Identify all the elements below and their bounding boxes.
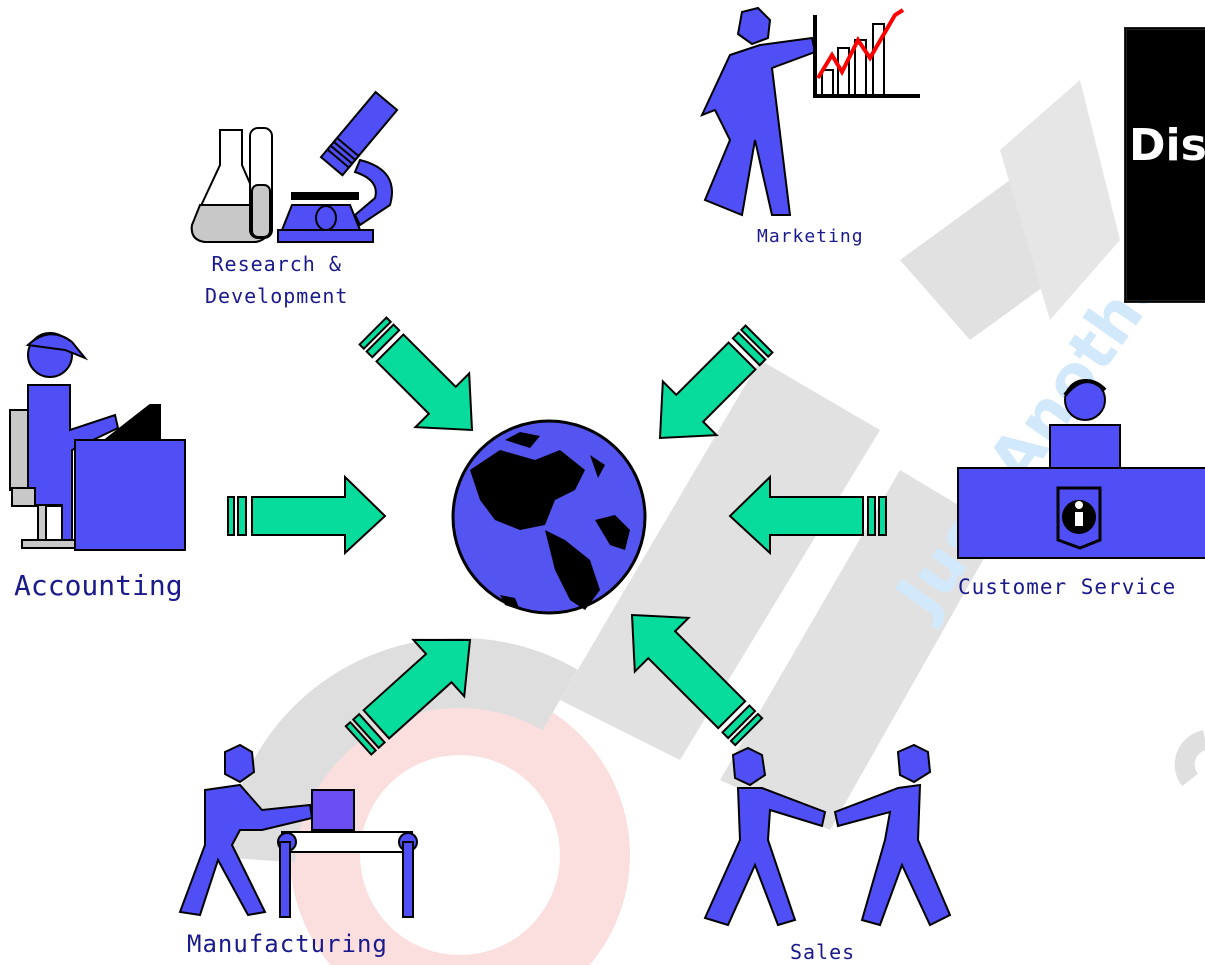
- title-text: Dis: [1129, 120, 1205, 171]
- customer-service-icon: [957, 379, 1205, 559]
- manufacturing-icon: [178, 743, 418, 918]
- research-label-line1: Research &: [211, 252, 342, 276]
- arrow-from-customer-service: [728, 474, 887, 556]
- research-icon: [190, 90, 399, 243]
- sales-label: Sales: [790, 940, 856, 964]
- arrow-from-accounting: [227, 474, 387, 556]
- title-box: Dis: [1124, 27, 1205, 303]
- marketing-label: Marketing: [757, 226, 864, 247]
- accounting-label: Accounting: [14, 569, 183, 602]
- accounting-icon: [9, 332, 186, 551]
- arrow-from-manufacturing: [344, 638, 472, 756]
- sales-icon: [703, 743, 952, 927]
- research-label: Research & Development: [205, 248, 348, 312]
- arrow-from-research: [358, 316, 474, 432]
- arrow-from-marketing: [658, 324, 774, 440]
- marketing-icon: [700, 6, 920, 217]
- research-label-line2: Development: [205, 284, 349, 308]
- arrow-from-sales: [630, 613, 764, 747]
- manufacturing-label: Manufacturing: [187, 930, 388, 958]
- globe: [451, 419, 647, 615]
- customer-service-label: Customer Service: [958, 575, 1177, 599]
